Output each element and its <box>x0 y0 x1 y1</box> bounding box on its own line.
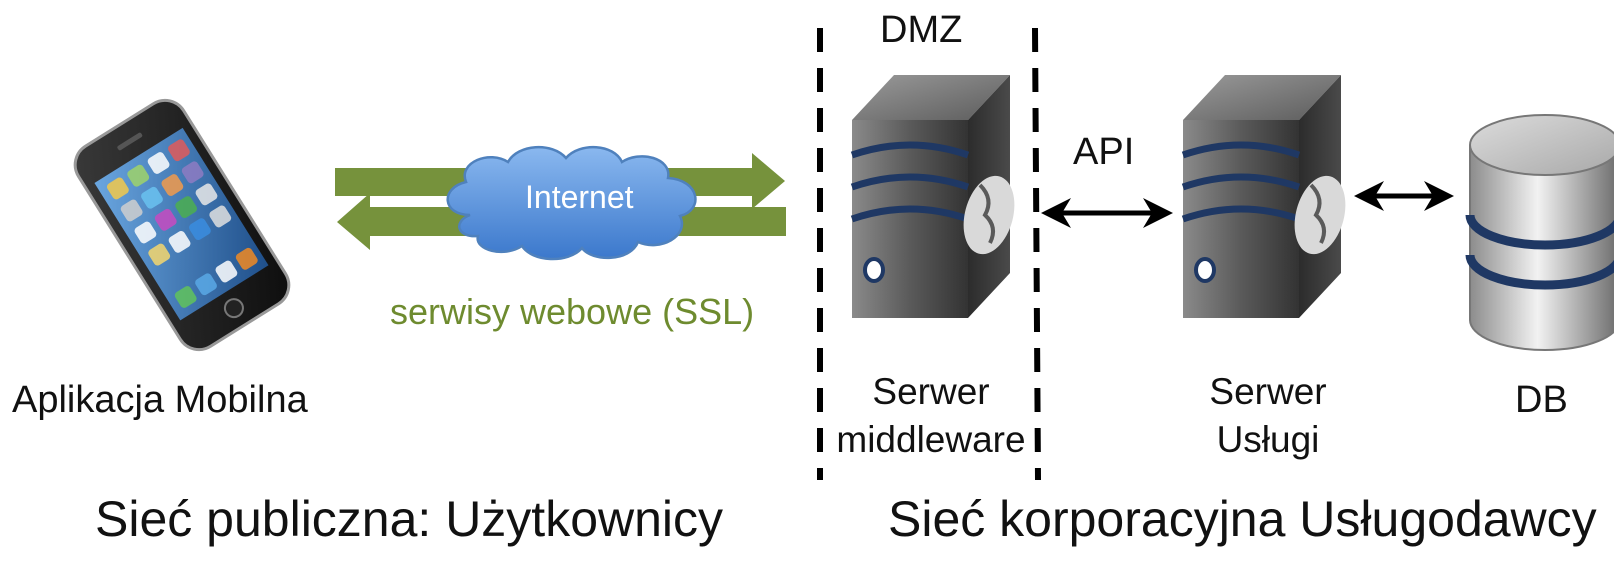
service-server-label: Serwer Usługi <box>1168 368 1368 464</box>
database-icon <box>1465 114 1614 351</box>
middleware-server-icon <box>850 75 1015 318</box>
smartphone-icon <box>73 98 291 352</box>
middleware-server-label-line2: middleware <box>836 419 1026 461</box>
middleware-server-label: Serwer middleware <box>826 368 1036 464</box>
internet-cloud-icon <box>446 145 697 261</box>
service-server-label-line2: Usługi <box>1216 419 1320 461</box>
service-server-label-line1: Serwer <box>1209 371 1327 412</box>
dmz-right-boundary <box>1032 27 1041 481</box>
api-label: API <box>1073 131 1135 173</box>
mobile-app-label: Aplikacja Mobilna <box>12 379 308 421</box>
dmz-zone-label: DMZ <box>880 9 963 51</box>
internet-label: Internet <box>525 179 634 215</box>
middleware-server-label-line1: Serwer <box>872 371 990 412</box>
corporate-network-label: Sieć korporacyjna Usługodawcy <box>888 491 1597 547</box>
web-services-label: serwisy webowe (SSL) <box>390 291 755 332</box>
service-server-icon <box>1181 75 1346 318</box>
dmz-boundaries <box>817 27 1041 481</box>
database-label: DB <box>1515 379 1568 421</box>
public-network-label: Sieć publiczna: Użytkownicy <box>95 491 724 547</box>
